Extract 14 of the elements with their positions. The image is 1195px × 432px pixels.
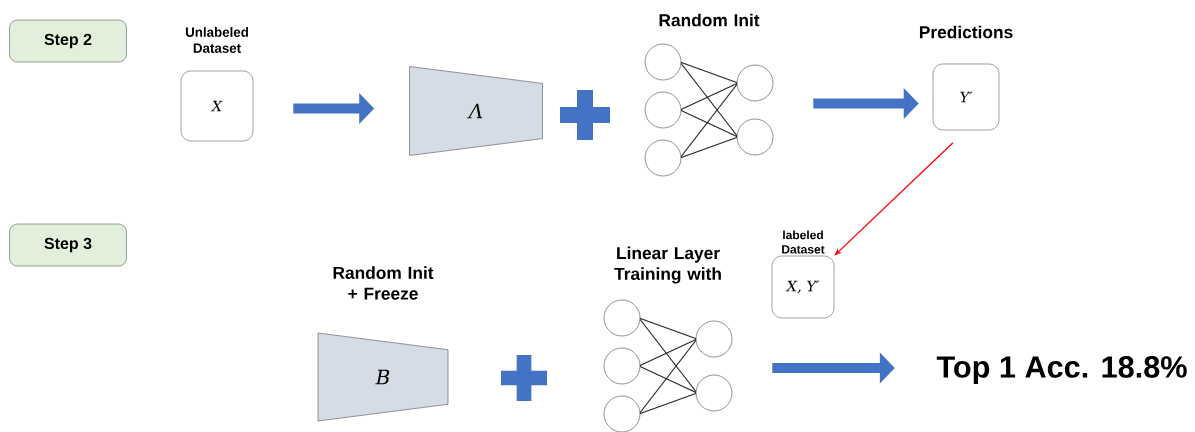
accuracy-text: Top 1 Acc. 18.8% bbox=[936, 356, 1187, 384]
heading: Random Init bbox=[659, 13, 760, 27]
data-box: X, Y′ bbox=[771, 255, 835, 319]
data-box: Y′ bbox=[932, 63, 1000, 131]
heading: Linear Layer Training with bbox=[614, 246, 721, 284]
heading: Random Init + Freeze bbox=[333, 266, 434, 300]
encoder-trapezoid: Λ bbox=[409, 66, 543, 156]
heading: labeled Dataset bbox=[782, 230, 825, 254]
encoder-trapezoid: B bbox=[317, 332, 449, 422]
heading: Unlabeled Dataset bbox=[185, 27, 248, 53]
step-badge: Step 2 bbox=[9, 19, 127, 63]
data-box: X bbox=[180, 70, 254, 142]
step-badge: Step 3 bbox=[9, 223, 127, 267]
heading: Predictions bbox=[919, 25, 1013, 39]
